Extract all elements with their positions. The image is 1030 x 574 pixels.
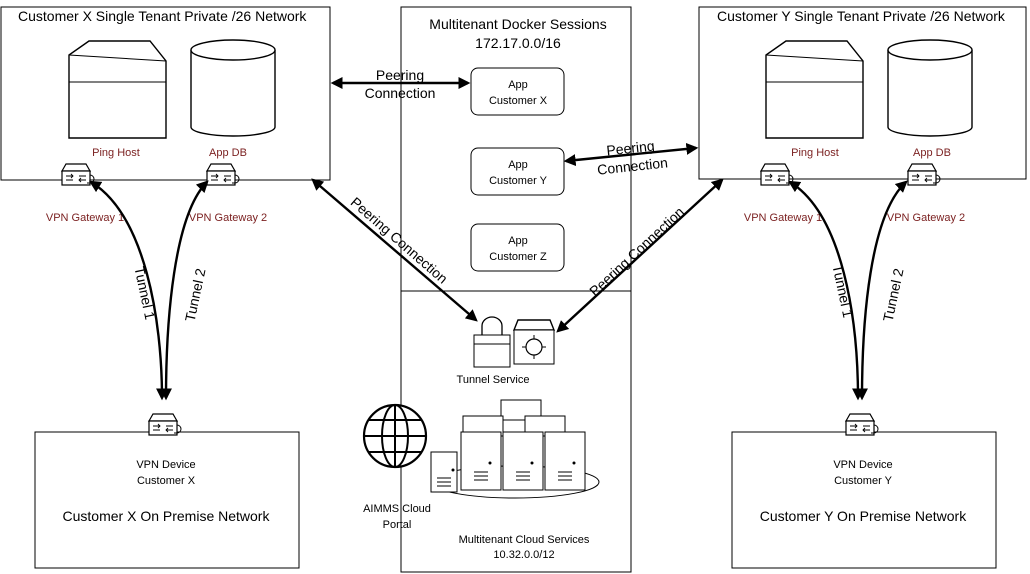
tunnel-service-label: Tunnel Service bbox=[457, 374, 530, 386]
tunnel-y1-label: Tunnel 1 bbox=[829, 263, 856, 319]
vpn-device-y-line1: VPN Device bbox=[833, 459, 892, 471]
app-db-x-label: App DB bbox=[209, 147, 247, 159]
tunnel-service-icon bbox=[512, 319, 556, 365]
tunnel-y2-label: Tunnel 2 bbox=[880, 267, 907, 323]
server-cluster-icon bbox=[430, 399, 600, 499]
customer-y-premise-box bbox=[731, 431, 997, 569]
app-customer-y-line2: Customer Y bbox=[489, 175, 548, 187]
customer-x-network: Customer X Single Tenant Private /26 Net… bbox=[0, 6, 331, 224]
globe-icon bbox=[362, 403, 428, 469]
tunnel-y2-line bbox=[856, 180, 908, 401]
customer-x-premise: VPN Device Customer X Customer X On Prem… bbox=[34, 413, 300, 569]
app-customer-y-box: App Customer Y bbox=[470, 147, 565, 196]
vpn-device-x-icon bbox=[148, 413, 182, 436]
peering-x-diagonal-arrow bbox=[311, 178, 478, 322]
tunnel-x2-label: Tunnel 2 bbox=[182, 267, 209, 323]
vpn-device-y-line2: Customer Y bbox=[834, 475, 893, 487]
ping-host-x-label: Ping Host bbox=[92, 147, 140, 159]
vpn-device-x-line1: VPN Device bbox=[136, 459, 195, 471]
app-db-x-icon bbox=[190, 39, 276, 137]
customer-y-premise: VPN Device Customer Y Customer Y On Prem… bbox=[731, 413, 997, 569]
customer-x-network-title: Customer X Single Tenant Private /26 Net… bbox=[18, 8, 307, 24]
ping-host-y-label: Ping Host bbox=[791, 147, 839, 159]
customer-x-premise-title: Customer X On Premise Network bbox=[63, 508, 271, 524]
peering-x-label-line1: Peering bbox=[376, 67, 424, 83]
app-customer-z-line2: Customer Z bbox=[489, 251, 547, 263]
app-customer-x-line2: Customer X bbox=[489, 95, 548, 107]
customer-x-premise-box bbox=[34, 431, 300, 569]
customer-y-network-title: Customer Y Single Tenant Private /26 Net… bbox=[717, 8, 1006, 24]
vpn-gateway-x2-label: VPN Gateway 2 bbox=[189, 212, 267, 224]
app-customer-x-line1: App bbox=[508, 79, 528, 91]
vpn-gateway-x1-label: VPN Gateway 1 bbox=[46, 212, 124, 224]
app-customer-x-box: App Customer X bbox=[470, 67, 565, 116]
app-customer-z-line1: App bbox=[508, 235, 528, 247]
customer-y-premise-title: Customer Y On Premise Network bbox=[760, 508, 967, 524]
app-db-y-icon bbox=[887, 39, 973, 137]
vpn-device-y-icon bbox=[845, 413, 879, 436]
ping-host-y-icon bbox=[765, 40, 864, 139]
tunnel-x2-line bbox=[160, 180, 209, 401]
portal-label-line1: AIMMS Cloud bbox=[363, 503, 431, 515]
vpn-gateway-y2-label: VPN Gateway 2 bbox=[887, 212, 965, 224]
ping-host-x-icon bbox=[68, 40, 167, 139]
peering-y-diagonal-arrow bbox=[556, 178, 724, 333]
peering-x-label-line2: Connection bbox=[365, 85, 436, 101]
app-db-y-label: App DB bbox=[913, 147, 951, 159]
peering-y-arrow bbox=[563, 142, 699, 167]
cloud-services-subnet: 10.32.0.0/12 bbox=[493, 549, 554, 561]
app-customer-y-line1: App bbox=[508, 159, 528, 171]
vpn-gateway-y1-label: VPN Gateway 1 bbox=[744, 212, 822, 224]
peering-y-label-line1: Peering bbox=[606, 138, 656, 159]
vpn-device-x-line2: Customer X bbox=[137, 475, 196, 487]
app-customer-z-box: App Customer Z bbox=[470, 223, 565, 272]
lock-icon bbox=[473, 316, 511, 368]
customer-y-network: Customer Y Single Tenant Private /26 Net… bbox=[698, 6, 1027, 224]
peering-y-label-line2: Connection bbox=[596, 154, 668, 177]
cloud-services-title: Multitenant Cloud Services bbox=[459, 534, 590, 546]
docker-sessions-title: Multitenant Docker Sessions bbox=[429, 16, 606, 32]
portal-label-line2: Portal bbox=[383, 519, 412, 531]
portal-server-icon bbox=[430, 451, 458, 493]
tunnel-x1-label: Tunnel 1 bbox=[131, 265, 158, 321]
docker-sessions-subnet: 172.17.0.0/16 bbox=[475, 35, 561, 51]
